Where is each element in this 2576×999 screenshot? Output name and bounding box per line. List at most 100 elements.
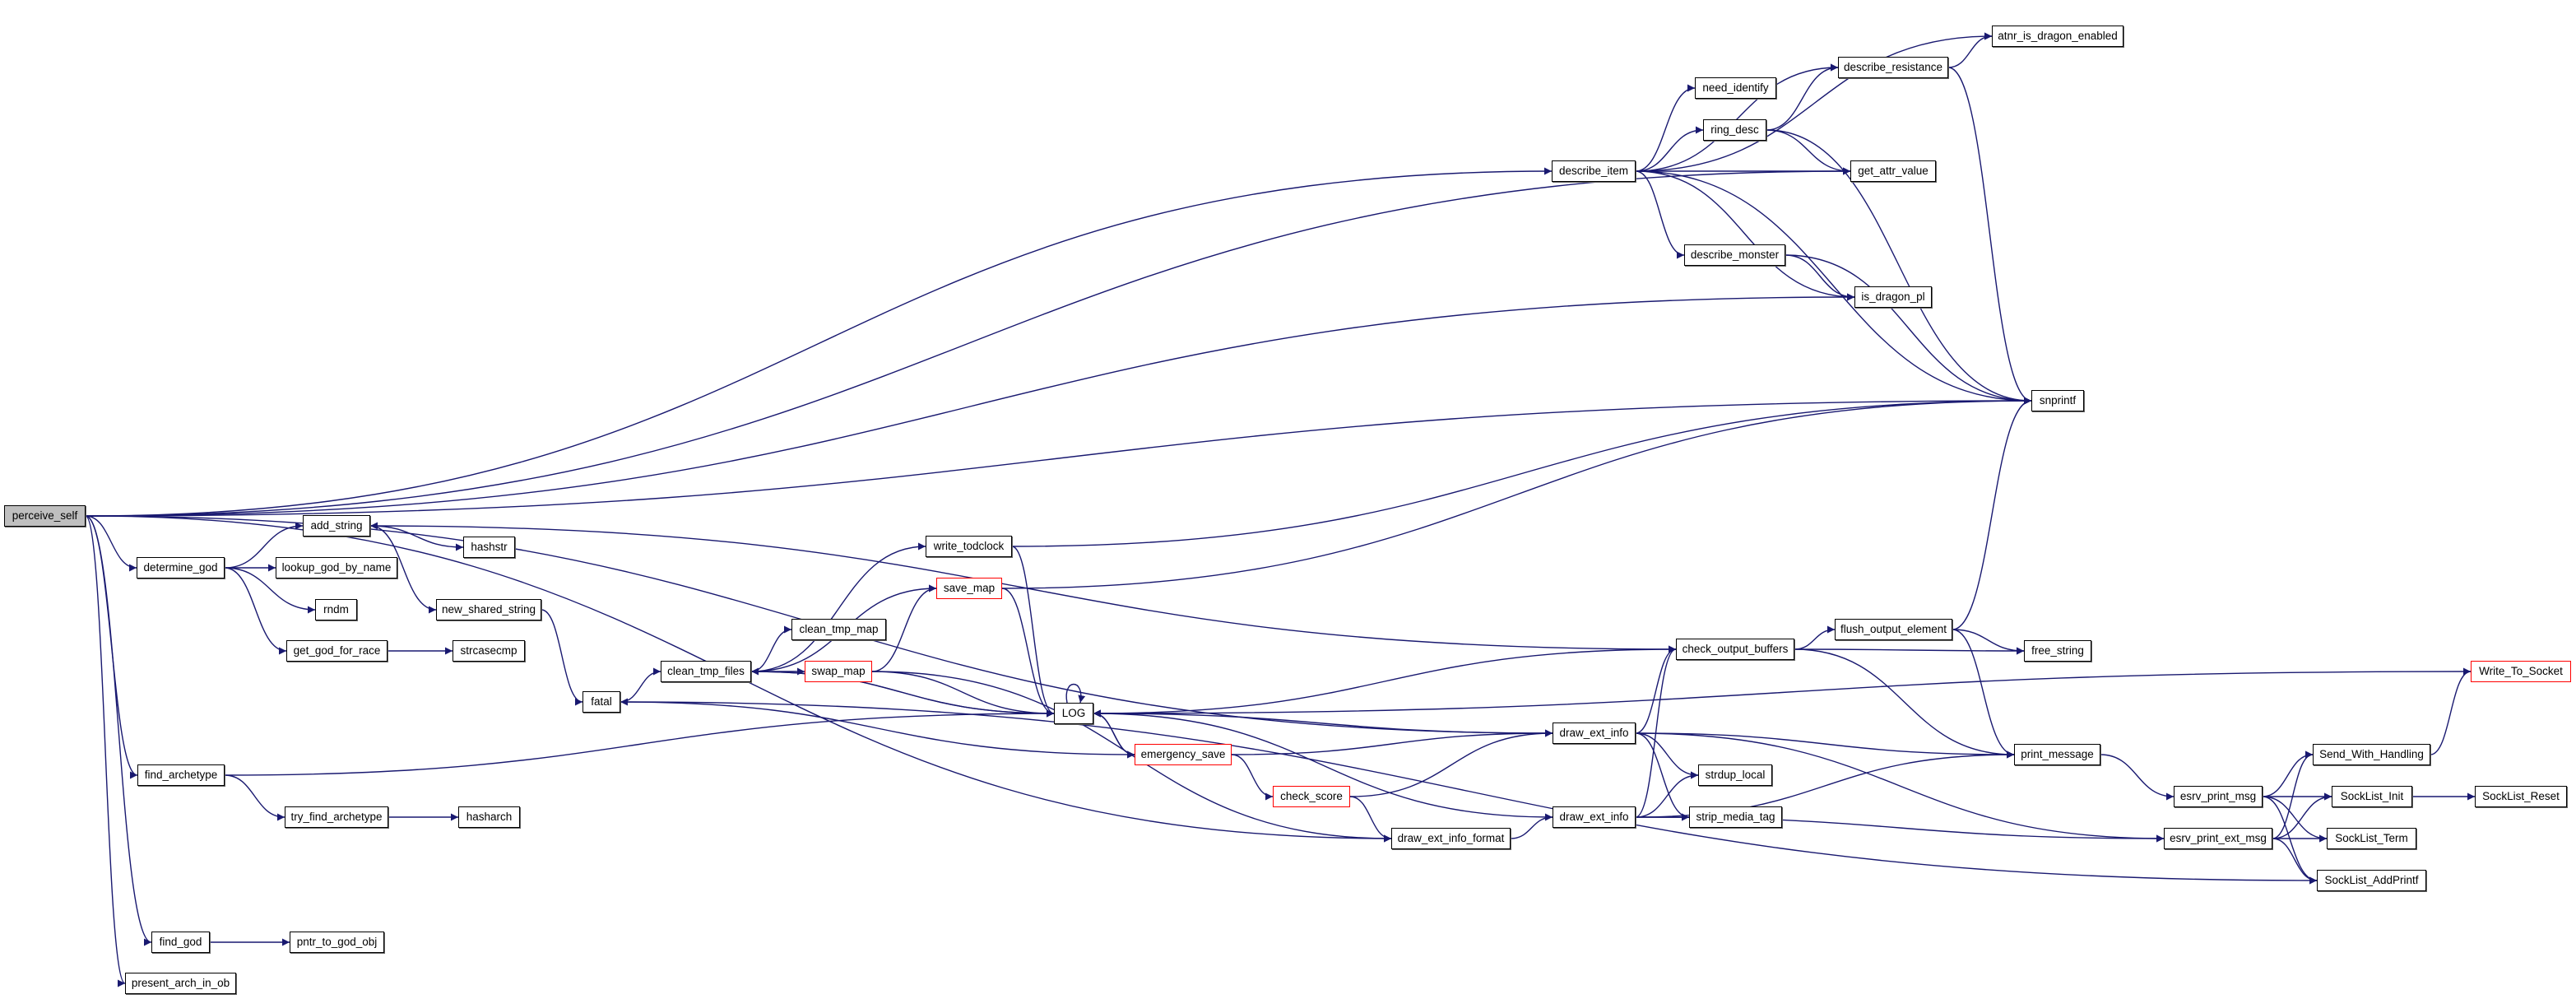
node-socklist-init[interactable]: SockList_Init	[2332, 786, 2412, 807]
edge-swap-map-to-draw-ext-info-format	[871, 671, 1392, 843]
edge-ring-desc-to-get-attr-value	[1766, 129, 1851, 175]
edge-draw-ext-info-a-to-strdup-local	[1635, 732, 1699, 779]
node-write-to-socket[interactable]: Write_To_Socket	[2471, 661, 2571, 682]
edge-describe-item-to-describe-monster	[1635, 170, 1685, 259]
node-fatal[interactable]: fatal	[583, 691, 620, 713]
node-swap-map[interactable]: swap_map	[805, 661, 872, 682]
edge-describe-item-to-is-dragon-pl	[1635, 170, 1855, 301]
node-new-shared-string[interactable]: new_shared_string	[436, 599, 541, 620]
node-print-message[interactable]: print_message	[2014, 744, 2100, 765]
node-add-string[interactable]: add_string	[303, 515, 370, 537]
edge-perceive-self-to-describe-item	[85, 167, 1553, 517]
edge-describe-monster-to-is-dragon-pl	[1785, 254, 1855, 301]
node-hasharch[interactable]: hasharch	[458, 806, 520, 828]
node-snprintf[interactable]: snprintf	[2031, 390, 2084, 411]
edge-find-archetype-to-log	[224, 709, 1055, 776]
node-flush-output-element[interactable]: flush_output_element	[1835, 619, 1952, 640]
node-save-map[interactable]: save_map	[936, 578, 1002, 599]
node-describe-monster[interactable]: describe_monster	[1684, 244, 1785, 266]
node-determine-god[interactable]: determine_god	[137, 557, 225, 578]
node-perceive-self[interactable]: perceive_self	[4, 505, 86, 527]
node-strip-media-tag[interactable]: strip_media_tag	[1689, 806, 1782, 828]
edge-save-map-to-snprintf	[1001, 397, 2032, 589]
edge-esrv-print-msg-to-send-with-handling	[2262, 750, 2314, 797]
edge-draw-ext-info-b-to-check-output-buffers	[1635, 645, 1677, 818]
edge-swap-map-to-save-map	[871, 584, 937, 672]
node-esrv-print-ext-msg[interactable]: esrv_print_ext_msg	[2164, 828, 2272, 849]
node-pntr-to-god-obj[interactable]: pntr_to_god_obj	[290, 932, 384, 953]
node-get-god-for-race[interactable]: get_god_for_race	[286, 640, 388, 662]
node-log[interactable]: LOG	[1054, 703, 1093, 724]
edge-draw-ext-info-a-to-log	[1093, 709, 1553, 734]
edge-add-string-to-hashstr	[369, 525, 464, 551]
node-strcasecmp[interactable]: strcasecmp	[453, 640, 525, 662]
edge-determine-god-to-mdm	[224, 567, 316, 614]
node-socklist-reset[interactable]: SockList_Reset	[2475, 786, 2567, 807]
node-send-with-handling[interactable]: Send_With_Handling	[2313, 744, 2430, 765]
node-esrv-print-msg[interactable]: esrv_print_msg	[2174, 786, 2263, 807]
node-present-arch-in-ob[interactable]: present_arch_in_ob	[125, 973, 236, 994]
edge-save-map-to-log	[1001, 588, 1055, 718]
node-need-identify[interactable]: need_identify	[1695, 77, 1776, 99]
edge-determine-god-to-get-god-for-race	[224, 567, 287, 655]
edge-find-archetype-to-try-find-archetype	[224, 774, 285, 821]
edge-determine-god-to-add-string	[224, 522, 304, 569]
node-free-string[interactable]: free_string	[2024, 640, 2091, 662]
edge-describe-item-to-need-identify	[1635, 84, 1696, 172]
edge-perceive-self-to-get-attr-value	[85, 167, 1851, 517]
node-write-todclock[interactable]: write_todclock	[926, 536, 1012, 557]
edge-log-to-clean-tmp-files	[750, 667, 1055, 714]
edge-perceive-self-to-find-god	[85, 515, 152, 946]
edge-emergency-save-to-check-score	[1231, 754, 1274, 801]
node-is-dragon-pl[interactable]: is_dragon_pl	[1854, 286, 1932, 308]
edge-emergency-save-to-draw-ext-info-a	[1231, 729, 1553, 755]
edge-emergency-save-to-log	[1093, 709, 1135, 755]
edge-describe-resistance-to-snprintf	[1947, 67, 2032, 405]
edge-socklist-addprintf-to-fatal	[620, 698, 2318, 881]
edge-write-to-socket-to-log	[1093, 671, 2472, 718]
node-ring-desc[interactable]: ring_desc	[1703, 119, 1766, 141]
edge-describe-item-to-ring-desc	[1635, 126, 1704, 172]
edge-esrv-print-ext-msg-to-send-with-handling	[2272, 750, 2314, 839]
edge-add-string-to-new-shared-string	[369, 525, 437, 614]
edge-draw-ext-info-b-to-log	[1093, 709, 1553, 818]
edge-draw-ext-info-format-to-draw-ext-info-b	[1510, 813, 1553, 839]
edge-describe-item-to-snprintf	[1635, 170, 2032, 405]
node-get-attr-value[interactable]: get_attr_value	[1850, 160, 1936, 182]
node-find-archetype[interactable]: find_archetype	[137, 764, 225, 786]
edge-check-score-to-draw-ext-info-format	[1349, 796, 1392, 843]
edge-perceive-self-to-determine-god	[85, 515, 137, 572]
node-try-find-archetype[interactable]: try_find_archetype	[285, 806, 388, 828]
node-emergency-save[interactable]: emergency_save	[1135, 744, 1232, 765]
node-clean-tmp-files[interactable]: clean_tmp_files	[661, 661, 751, 682]
edge-flush-output-element-to-print-message	[1952, 629, 2015, 759]
node-strdup-local[interactable]: strdup_local	[1698, 764, 1772, 786]
node-find-god[interactable]: find_god	[151, 932, 210, 953]
edge-check-output-buffers-to-flush-output-element	[1794, 625, 1836, 650]
node-draw-ext-info-format[interactable]: draw_ext_info_format	[1391, 828, 1511, 849]
node-socklist-addprintf[interactable]: SockList_AddPrintf	[2317, 870, 2426, 891]
node-hashstr[interactable]: hashstr	[463, 537, 515, 558]
node-atnr-is-dragon-enabled[interactable]: atnr_is_dragon_enabled	[1992, 26, 2123, 47]
edge-perceive-self-to-snprintf	[85, 397, 2032, 517]
edge-new-shared-string-to-fatal	[541, 609, 583, 706]
node-describe-resistance[interactable]: describe_resistance	[1838, 57, 1948, 78]
node-draw-ext-info-a[interactable]: draw_ext_info	[1553, 723, 1636, 744]
edge-flush-output-element-to-snprintf	[1952, 397, 2032, 630]
edge-ring-desc-to-describe-resistance	[1766, 63, 1839, 131]
edge-send-with-handling-to-write-to-socket	[2430, 667, 2472, 755]
edge-draw-ext-info-a-to-print-message	[1635, 732, 2015, 759]
node-check-score[interactable]: check_score	[1273, 786, 1350, 807]
edge-print-message-to-esrv-print-msg	[2100, 754, 2175, 801]
node-clean-tmp-map[interactable]: clean_tmp_map	[791, 619, 886, 640]
edge-draw-ext-info-a-to-esrv-print-ext-msg	[1635, 732, 2165, 843]
node-socklist-term[interactable]: SockList_Term	[2327, 828, 2416, 849]
node-describe-item[interactable]: describe_item	[1552, 160, 1636, 182]
node-draw-ext-info-b[interactable]: draw_ext_info	[1553, 806, 1636, 828]
node-mdm[interactable]: rndm	[315, 599, 357, 620]
edge-draw-ext-info-a-to-check-output-buffers	[1635, 645, 1677, 734]
node-check-output-buffers[interactable]: check_output_buffers	[1676, 639, 1794, 660]
node-lookup-god-by-name[interactable]: lookup_god_by_name	[276, 557, 397, 578]
edge-perceive-self-to-present-arch-in-ob	[85, 515, 126, 987]
